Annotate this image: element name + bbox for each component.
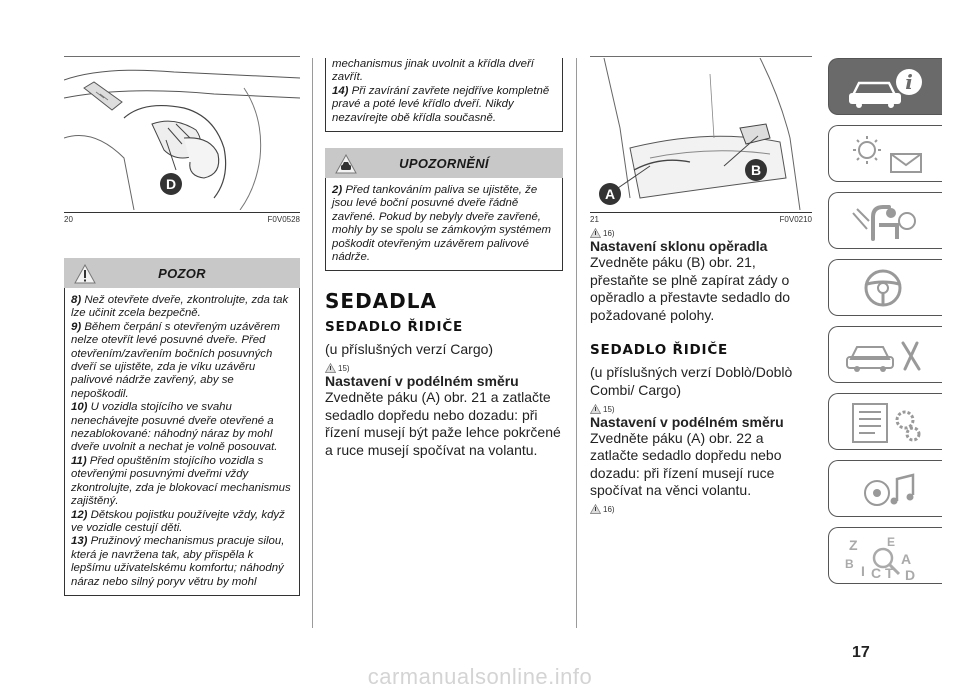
tab-index[interactable]: Z E B A I C T D (828, 527, 942, 584)
warning-item-12: 12) Dětskou pojistku používejte vždy, kd… (71, 508, 285, 534)
warning-box: 8) Než otevřete dveře, zkontrolujte, zda… (64, 288, 300, 596)
figure-id: F0V0210 (779, 215, 812, 224)
figure-number: 21 (590, 215, 599, 224)
warning-item-14: 14) Při zavírání zavřete nejdříve komple… (332, 84, 550, 124)
notice-box: 2) Před tankováním paliva se ujistěte, ž… (325, 178, 563, 272)
reference-15: 15) (325, 359, 563, 373)
warning-item-13: 13) Pružinový mechanismus pracuje silou,… (71, 535, 285, 588)
figure-21-caption: 21 F0V0210 (590, 212, 812, 224)
notice-title: UPOZORNĚNÍ (399, 155, 489, 171)
topic-longitudinal-2: Nastavení v podélném směru (590, 413, 784, 430)
warning-header-pozor: POZOR (64, 258, 300, 288)
top-rule-col1 (64, 56, 300, 57)
tab-spec-list[interactable] (828, 393, 942, 450)
tab-car-service[interactable] (828, 326, 942, 383)
variant-note: (u příslušných verzí Cargo) (325, 341, 494, 358)
subsection-title: SEDADLO ŘIDIČE (325, 319, 464, 336)
watermark: carmanualsonline.info (367, 664, 593, 689)
warning-continued-text: mechanismus jinak uvolnit a křídla dveří… (332, 58, 534, 84)
tab-car-info[interactable]: i (828, 58, 942, 115)
column-divider-1 (312, 58, 313, 628)
figure-label-d: D (166, 176, 176, 192)
warning-item-11: 11) Před opuštěním stojícího vozidla s o… (71, 454, 291, 508)
column-1: D 20 F0V0528 POZOR 8) Než otevřete dveře… (64, 58, 300, 596)
topic-backrest-text: Zvedněte páku (B) obr. 21, přestaňte se … (590, 254, 791, 323)
spec-list-gears-icon (852, 403, 921, 443)
tab-steering-wheel[interactable] (828, 259, 942, 316)
warning-title: POZOR (158, 265, 206, 281)
door-mechanism-illustration: D (64, 69, 300, 210)
topic-longitudinal-2-text: Zvedněte páku (A) obr. 22 a zatlačte sed… (590, 429, 782, 499)
svg-text:C: C (871, 565, 881, 580)
figure-number: 20 (64, 215, 73, 224)
topic-longitudinal-text: Zvedněte páku (A) obr. 21 a zatlačte sed… (325, 389, 561, 458)
topic-backrest: Nastavení sklonu opěradla (590, 238, 768, 254)
seat-lever-illustration: B A (599, 58, 801, 210)
reference-15b: 15) (590, 400, 812, 414)
reference-16-top: 16) (590, 224, 812, 238)
car-info-icon: i (849, 69, 922, 108)
tab-airbag-seat[interactable] (828, 192, 942, 249)
notice-car-icon (335, 154, 357, 174)
warning-small-icon (590, 403, 601, 414)
figure-20: D (64, 58, 300, 210)
warning-continued-box: mechanismus jinak uvolnit a křídla dveří… (325, 58, 563, 133)
svg-text:i: i (905, 70, 913, 94)
figure-id: F0V0528 (267, 215, 300, 224)
svg-text:Z: Z (849, 537, 858, 553)
warning-triangle-icon (74, 264, 96, 284)
subsection-title-2: SEDADLO ŘIDIČE (590, 342, 729, 359)
svg-text:T: T (885, 565, 894, 580)
svg-text:D: D (905, 567, 915, 580)
figure-21: B A (590, 58, 812, 210)
multimedia-icon (864, 473, 915, 506)
warning-item-10: 10) U vozidla stojícího ve svahu nenechá… (71, 401, 278, 454)
steering-wheel-icon (864, 269, 902, 307)
reference-16-bottom: 16) (590, 500, 812, 514)
notice-item-2: 2) Před tankováním paliva se ujistěte, ž… (332, 184, 552, 264)
dashboard-lights-icon (853, 136, 922, 173)
column-divider-2 (576, 58, 577, 628)
figure-label-b: B (751, 162, 761, 178)
notice-header-upozorneni: UPOZORNĚNÍ (325, 148, 563, 179)
index-letters-icon: Z E B A I C T D (845, 535, 915, 580)
page-number: 17 (852, 644, 870, 661)
svg-text:B: B (845, 557, 854, 571)
airbag-seat-icon (852, 205, 916, 241)
figure-label-a: A (605, 186, 615, 202)
section-title: SEDADLA (325, 289, 437, 314)
warning-small-icon (590, 503, 601, 514)
tab-multimedia[interactable] (828, 460, 942, 517)
warning-item-9: 9) Během čerpání s otevřeným uzávěrem ne… (71, 320, 280, 400)
column-3: B A 21 F0V0210 16) Nastavení sklonu opěr… (590, 58, 812, 514)
column-2: mechanismus jinak uvolnit a křídla dveří… (325, 58, 563, 459)
top-rule-col3 (590, 56, 812, 57)
svg-text:A: A (901, 551, 911, 567)
warning-small-icon (325, 363, 336, 373)
car-service-icon (846, 341, 921, 372)
figure-20-caption: 20 F0V0528 (64, 212, 300, 224)
warning-item-8: 8) Než otevřete dveře, zkontrolujte, zda… (71, 294, 289, 320)
warning-small-icon (590, 228, 601, 238)
svg-text:E: E (887, 535, 895, 549)
svg-text:I: I (861, 563, 865, 579)
chapter-tabs: i (828, 58, 942, 594)
variant-note-2: (u příslušných verzí Doblò/Doblò Combi/ … (590, 364, 793, 398)
topic-longitudinal: Nastavení v podélném směru (325, 373, 519, 390)
tab-dashboard-lights[interactable] (828, 125, 942, 182)
